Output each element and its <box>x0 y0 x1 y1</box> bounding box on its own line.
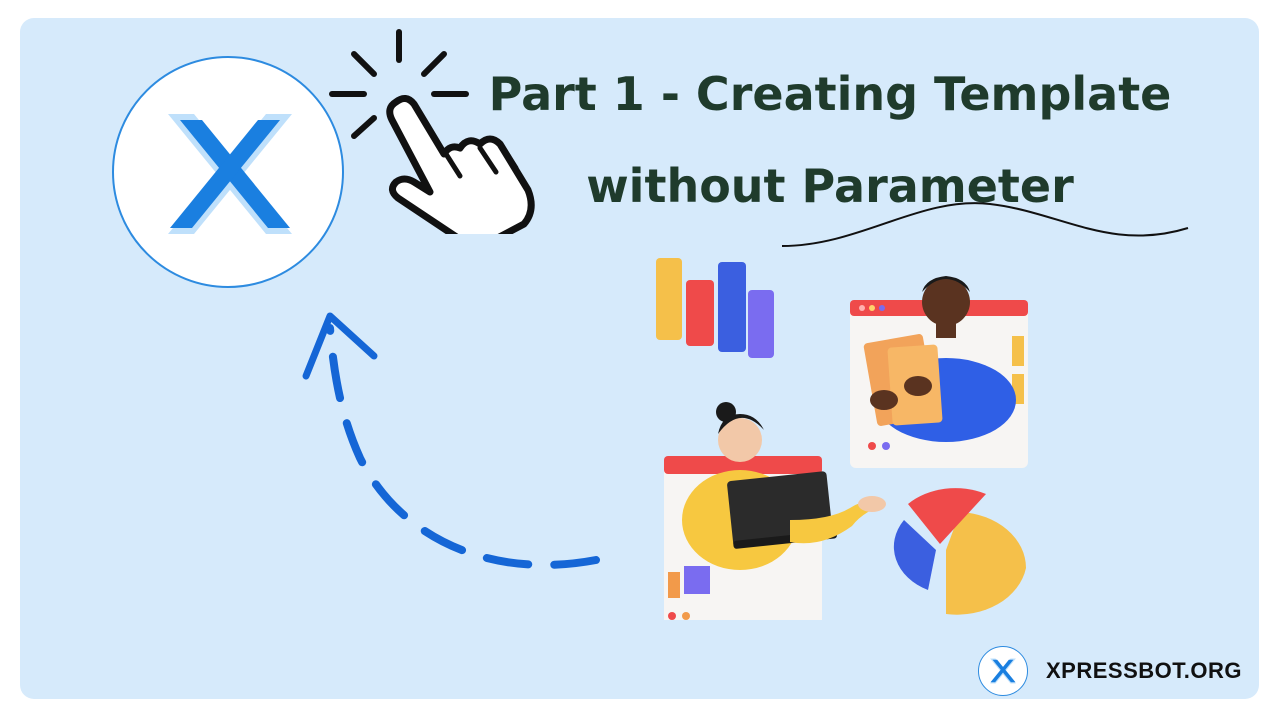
decorative-squiggle-line <box>781 202 1189 247</box>
man-window-card <box>850 276 1028 468</box>
thumbnail-card: Part 1 - Creating Template without Param… <box>20 18 1259 699</box>
team-working-with-charts-illustration <box>656 258 1028 620</box>
xpressbot-x-logo-icon <box>168 114 292 234</box>
xpressbot-x-logo-icon <box>990 658 1016 684</box>
pie-chart-3d-icon <box>893 488 1027 615</box>
brand-footer: XPRESSBOT.ORG <box>978 646 1242 696</box>
brand-logo-badge <box>978 646 1028 696</box>
woman-window-card <box>664 402 886 620</box>
curved-dashed-arrow-icon <box>302 312 600 569</box>
brand-site-name: XPRESSBOT.ORG <box>1046 658 1242 683</box>
hand-pointer-click-icon <box>329 29 535 234</box>
headline-line-1: Part 1 - Creating Template <box>488 67 1172 121</box>
bar-chart-3d-icon <box>656 258 774 358</box>
xpressbot-logo-badge <box>112 56 344 288</box>
